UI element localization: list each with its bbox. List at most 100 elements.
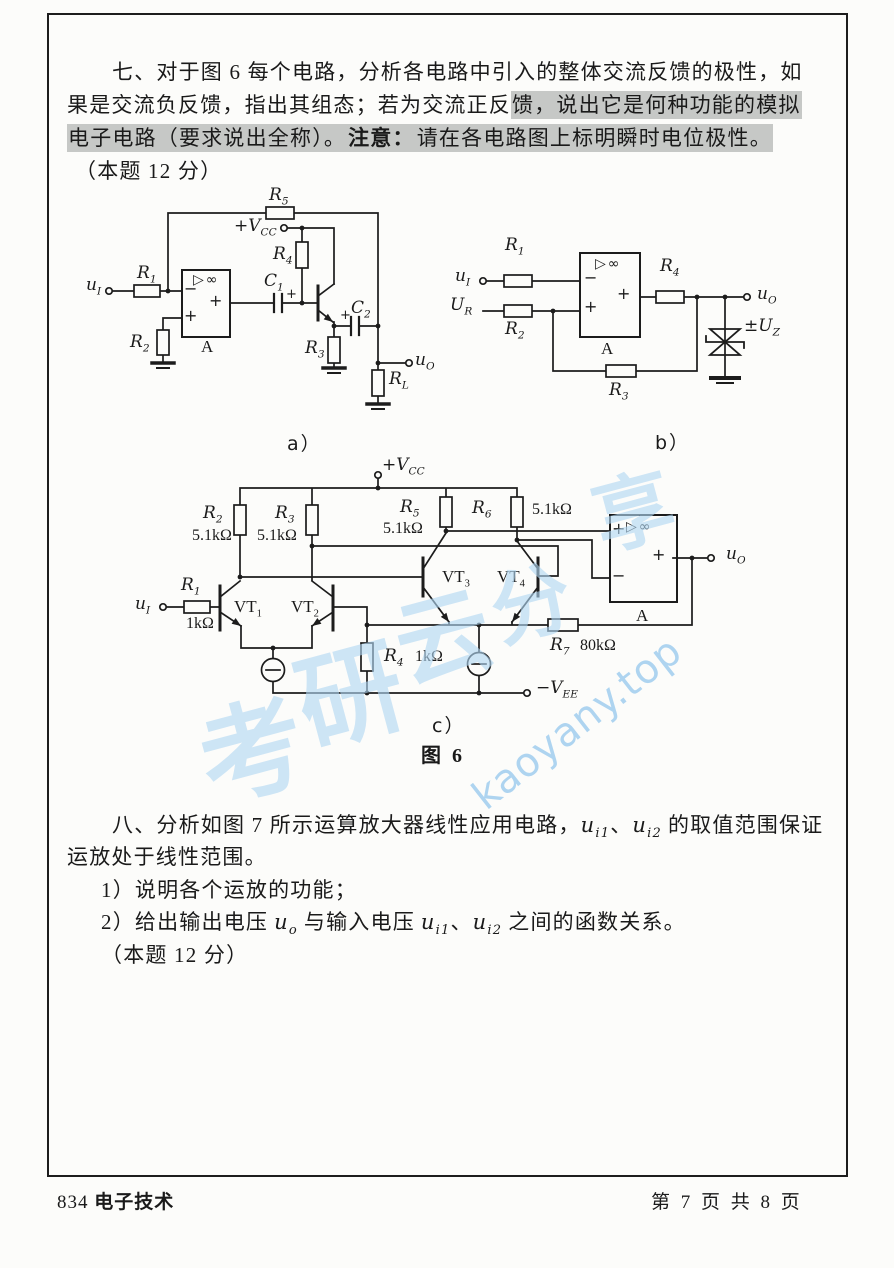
footer-page-number: 第 7 页 共 8 页 (651, 1187, 803, 1214)
page-number-text: 第 7 页 共 8 页 (651, 1192, 803, 1213)
noninverting-input-sign: + (584, 297, 598, 316)
label-r3: R3 (609, 380, 629, 403)
q8-text: 、 (610, 813, 633, 837)
q7-line1: 七、对于图 6 每个电路，分析各电路中引入的整体交流反馈的极性，如 (112, 58, 803, 86)
inverting-input-sign: − (612, 566, 626, 585)
output-sign: + (652, 545, 666, 564)
value-r4: 1kΩ (415, 648, 443, 665)
output-sign: + (209, 291, 223, 310)
noninverting-input-sign: + (612, 519, 626, 538)
resistor-r1 (183, 600, 211, 614)
transistor-vt4 (510, 539, 540, 624)
q7-text: 七、对于图 6 每个电路，分析各电路中引入的整体交流反馈的极性，如 (112, 60, 803, 84)
q7-text-highlighted: 电子电路（要求说出全称）。 (67, 124, 348, 152)
ground-symbols (150, 361, 391, 410)
math-uo: uo (274, 910, 298, 939)
label-r1: R1 (181, 575, 201, 598)
subject-title: 电子技术 (94, 1192, 175, 1213)
inverting-input-sign: − (584, 268, 598, 287)
label-r5: R5 (269, 185, 289, 208)
q8-text: 八、分析如图 7 所示运算放大器线性应用电路， (112, 813, 581, 837)
opamp-box (181, 269, 231, 338)
resistor-r5 (439, 496, 453, 528)
opamp-infinity-symbol: ▷∞ (626, 519, 653, 535)
noninverting-input-sign: + (184, 306, 198, 325)
q7-text-highlighted: 馈，说出它是何种功能的模拟 (511, 91, 802, 119)
footer-left: 834 电子技术 (57, 1187, 174, 1214)
terminals (104, 223, 414, 368)
label-r6: R6 (472, 498, 492, 521)
subfigure-b-label: b） (655, 432, 691, 454)
label-u-out: uO (757, 284, 777, 307)
label-vt2: VT2 (291, 597, 319, 620)
label-u-in: uI (455, 266, 471, 289)
label-amp: A (201, 337, 214, 356)
label-r1: R1 (137, 263, 157, 286)
resistor-r4 (655, 290, 685, 304)
value-r1: 1kΩ (186, 615, 214, 632)
label-u-in: uI (86, 275, 102, 298)
q7-text: 果是交流负反馈，指出其组态；若为交流正反 (67, 93, 511, 117)
inverting-input-sign: − (184, 279, 198, 298)
resistor-r3 (605, 364, 637, 378)
value-r3: 5.1kΩ (257, 527, 297, 544)
capacitor-c1 (272, 292, 284, 314)
q7-note-label: 注意： (347, 124, 416, 152)
q7-line3: 电子电路（要求说出全称）。注意：请在各电路图上标明瞬时电位极性。 (67, 124, 773, 152)
label-u-out: uO (415, 350, 435, 373)
current-source-1 (260, 657, 286, 683)
resistor-r2 (233, 504, 247, 536)
label-vt1: VT1 (234, 597, 262, 620)
label-r3: R3 (275, 503, 295, 526)
math-ui1: ui1 (580, 813, 611, 842)
opamp-box (579, 252, 641, 338)
label-c1: C1 (264, 271, 284, 294)
label-r4: R4 (660, 256, 680, 279)
emitter-arrow (323, 313, 333, 322)
resistor-r1 (133, 284, 161, 298)
math-ui1: ui1 (420, 910, 451, 939)
opamp-box (609, 514, 678, 603)
label-amp: A (601, 339, 614, 358)
label-vee: −VEE (536, 678, 578, 701)
resistor-r3 (305, 504, 319, 536)
transistor-a (316, 282, 336, 324)
label-r2: R2 (130, 332, 150, 355)
circuit-c (158, 470, 716, 698)
label-uz: ±UZ (744, 316, 780, 339)
wires (482, 280, 745, 378)
label-u-out: uO (726, 544, 746, 567)
label-vcc: +VCC (234, 216, 277, 239)
transistor-vt2 (310, 579, 335, 632)
q8-text: 、 (450, 910, 473, 934)
resistor-r1 (503, 274, 533, 288)
resistor-r3 (327, 336, 341, 364)
junction-dots (165, 225, 381, 366)
math-ui2: ui2 (472, 910, 503, 939)
math-ui2: ui2 (632, 813, 662, 842)
label-r5: R5 (400, 497, 420, 520)
value-r6: 5.1kΩ (532, 501, 572, 518)
q8-text: 的取值范围保证 (667, 813, 824, 837)
value-r5: 5.1kΩ (383, 520, 423, 537)
resistor-rl (371, 369, 385, 397)
label-r4: R4 (273, 244, 293, 267)
figure-6-caption: 图 6 (421, 745, 465, 767)
label-r3: R3 (305, 338, 325, 361)
subfigure-c-label: c） (432, 715, 466, 737)
page-border (47, 13, 848, 1177)
label-r4: R4 (384, 646, 404, 669)
q8-text: 2）给出输出电压 (101, 910, 269, 934)
transistor-vt3 (421, 531, 451, 624)
label-r7: R7 (550, 635, 570, 658)
label-u-in: uI (135, 594, 151, 617)
value-r2: 5.1kΩ (192, 527, 232, 544)
label-r2: R2 (203, 503, 223, 526)
circuit-b (478, 252, 752, 384)
zener-diodes (705, 328, 745, 356)
q8-text: 之间的函数关系。 (508, 910, 686, 934)
